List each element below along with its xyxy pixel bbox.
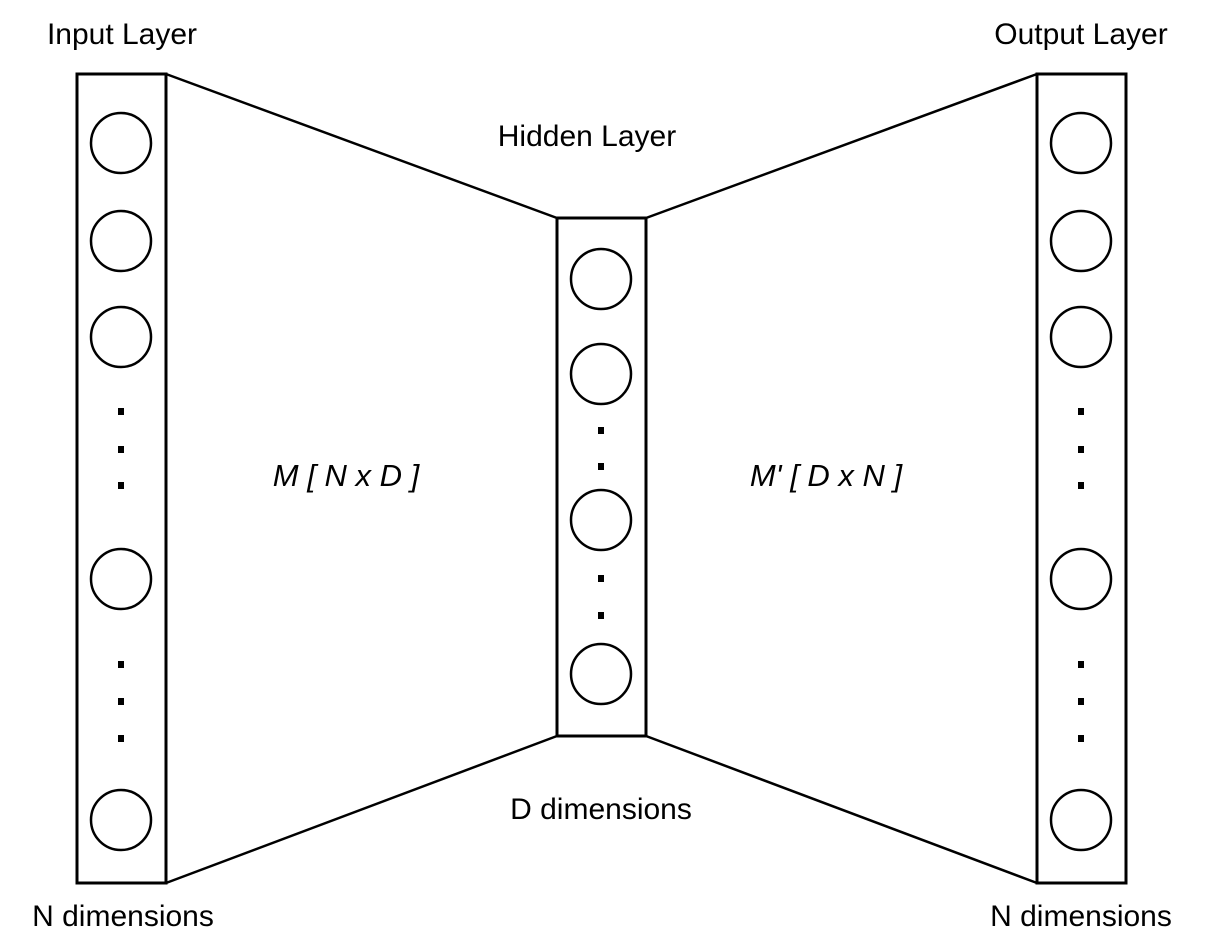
encoder-bottom-edge bbox=[165, 734, 558, 885]
decoder-top-edge bbox=[645, 72, 1038, 220]
hidden-node bbox=[569, 342, 633, 406]
output-node bbox=[1049, 547, 1113, 611]
encoder-top-edge bbox=[165, 72, 558, 220]
input-node bbox=[89, 209, 153, 273]
hidden-node bbox=[569, 247, 633, 311]
input-node bbox=[89, 547, 153, 611]
input-layer-title: Input Layer bbox=[47, 18, 197, 51]
input-node bbox=[89, 305, 153, 369]
input-ellipsis-lower bbox=[118, 661, 124, 742]
output-node bbox=[1049, 305, 1113, 369]
encoder-matrix-label: M [ N x D ] bbox=[273, 458, 421, 493]
output-layer-box bbox=[1035, 72, 1128, 885]
input-layer-box bbox=[75, 72, 168, 885]
output-node bbox=[1049, 788, 1113, 852]
input-node bbox=[89, 788, 153, 852]
input-layer bbox=[75, 72, 168, 885]
input-node bbox=[89, 111, 153, 175]
decoder-matrix-label: M' [ D x N ] bbox=[750, 458, 904, 493]
output-ellipsis-upper bbox=[1078, 408, 1084, 489]
output-dimension-label: N dimensions bbox=[990, 900, 1172, 933]
output-layer bbox=[1035, 72, 1128, 885]
decoder-bottom-edge bbox=[645, 734, 1038, 885]
decoder-connectors bbox=[645, 72, 1038, 885]
encoder-connectors bbox=[165, 72, 558, 885]
hidden-node bbox=[569, 642, 633, 706]
hidden-ellipsis-upper bbox=[598, 427, 604, 470]
hidden-node bbox=[569, 488, 633, 552]
hidden-dimension-label: D dimensions bbox=[510, 793, 692, 826]
hidden-ellipsis-lower bbox=[598, 575, 604, 619]
hidden-layer-title: Hidden Layer bbox=[498, 120, 676, 153]
hidden-layer bbox=[555, 216, 648, 738]
input-ellipsis-upper bbox=[118, 408, 124, 489]
output-ellipsis-lower bbox=[1078, 661, 1084, 742]
input-dimension-label: N dimensions bbox=[32, 900, 214, 933]
output-node bbox=[1049, 209, 1113, 273]
output-node bbox=[1049, 111, 1113, 175]
output-layer-title: Output Layer bbox=[994, 18, 1167, 51]
